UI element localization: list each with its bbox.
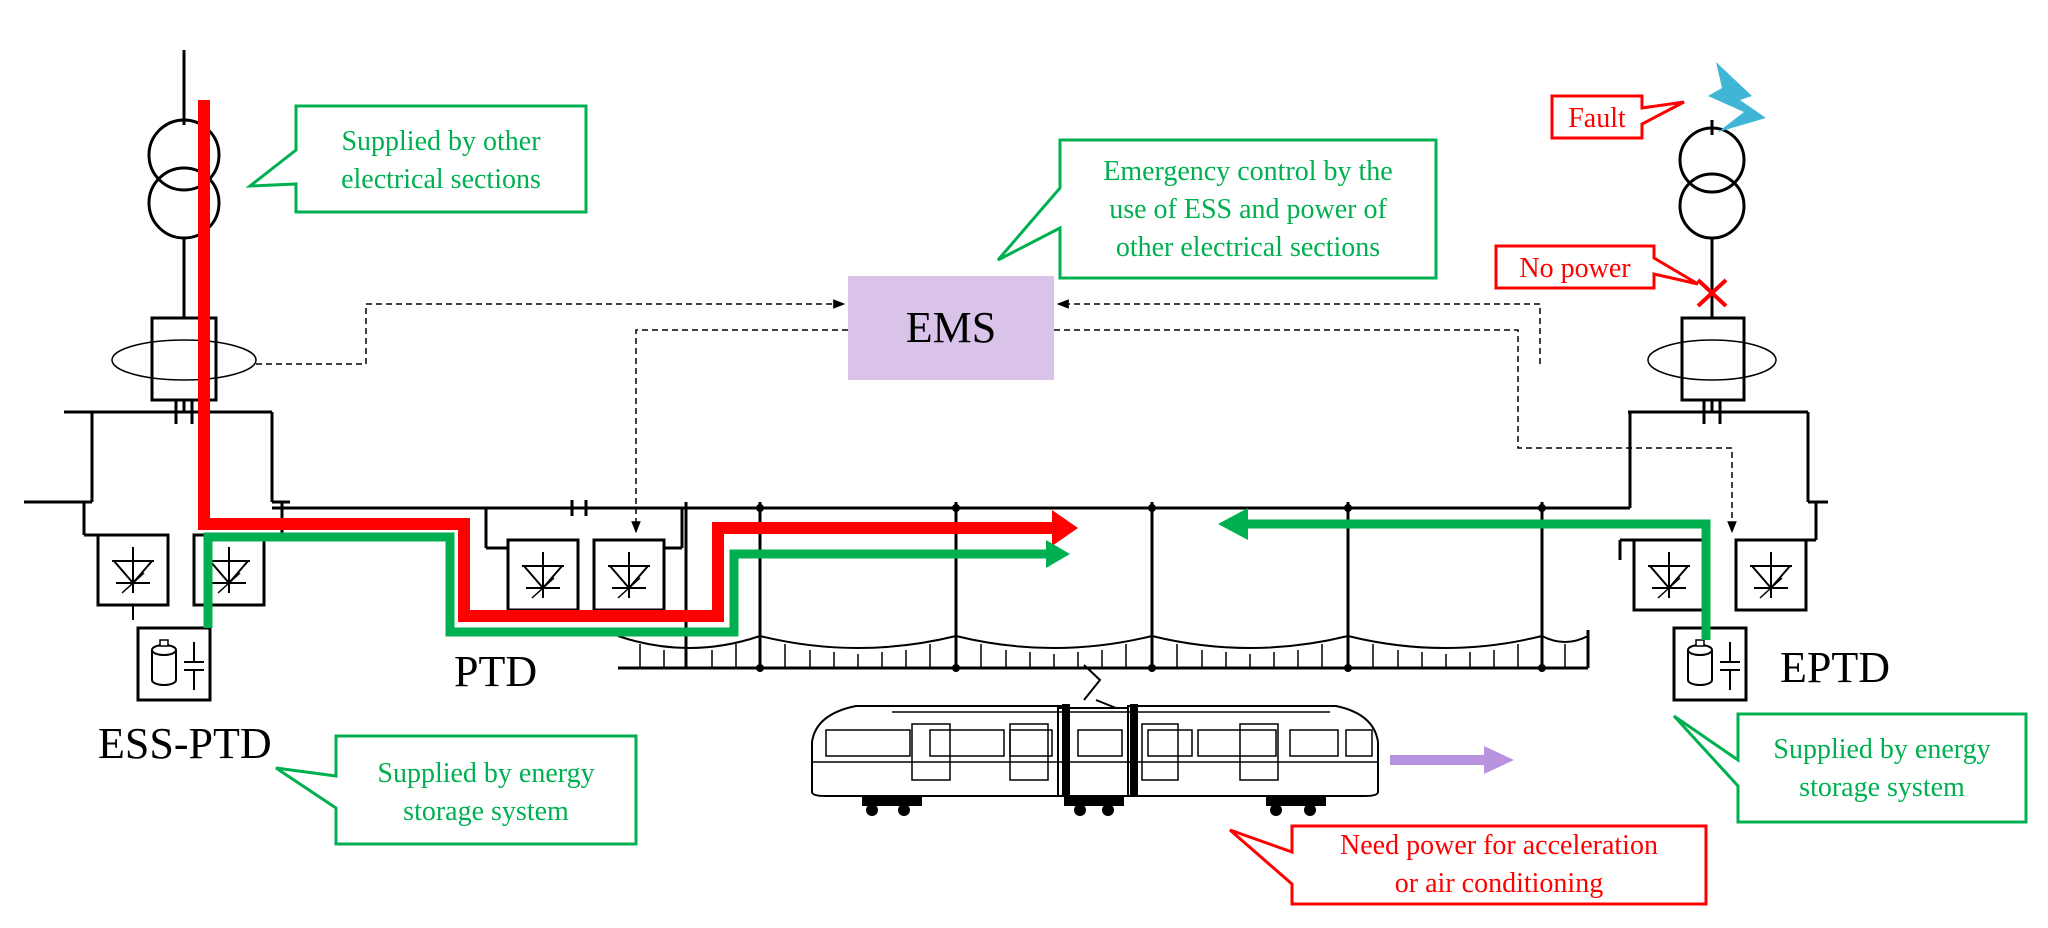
- ess-ptd-label: ESS-PTD: [98, 719, 272, 768]
- transformer-icon: [1678, 126, 1746, 240]
- callout-text: use of ESS and power of: [1109, 194, 1387, 225]
- callout-fault: Fault: [1550, 94, 1685, 140]
- callout-text: electrical sections: [341, 164, 541, 195]
- callout-text: Emergency control by the: [1103, 156, 1393, 187]
- ems-label: EMS: [906, 303, 996, 352]
- control-links: [256, 299, 1737, 534]
- fault-label: Fault: [1568, 103, 1626, 134]
- callout-text: Need power for acceleration: [1340, 830, 1658, 861]
- rectifier-icon: [96, 533, 170, 607]
- green-supply-path-right: [1218, 508, 1711, 640]
- callout-need-power: Need power for acceleration or air condi…: [1229, 824, 1708, 906]
- callout-text: Supplied by energy: [1773, 734, 1990, 765]
- direction-arrow-icon: [1390, 746, 1514, 774]
- red-supply-path: [198, 100, 1078, 622]
- ptd-label: PTD: [454, 647, 537, 696]
- right-substation: EPTD: [1618, 120, 1890, 702]
- train-icon: [811, 664, 1379, 816]
- callout-text: Supplied by energy: [377, 758, 594, 789]
- no-power-label: No power: [1519, 253, 1631, 284]
- callout-text: or air conditioning: [1395, 868, 1603, 899]
- callout-text: Supplied by other: [341, 126, 541, 157]
- callout-text: other electrical sections: [1116, 232, 1380, 263]
- ptd-station: PTD: [454, 508, 684, 696]
- fault-x-icon: [1696, 278, 1728, 308]
- callout-supplied-other: Supplied by other electrical sections: [245, 104, 588, 214]
- ems-box: EMS: [848, 276, 1054, 380]
- eptd-label: EPTD: [1780, 643, 1890, 692]
- green-supply-path-left: [203, 532, 1070, 637]
- rectifier-icon: [592, 538, 666, 612]
- callout-emergency: Emergency control by the use of ESS and …: [996, 138, 1438, 280]
- rectifier-icon: [1632, 538, 1706, 612]
- callout-text: storage system: [403, 796, 569, 827]
- lightning-bolt-icon: [1708, 62, 1766, 132]
- battery-capacitor-icon: [136, 626, 212, 702]
- left-substation: ESS-PTD: [24, 50, 290, 768]
- rectifier-icon: [506, 538, 580, 612]
- callout-no-power: No power: [1494, 244, 1699, 290]
- rectifier-icon: [1734, 538, 1808, 612]
- callout-supplied-ess-left: Supplied by energy storage system: [275, 734, 638, 846]
- callout-supplied-ess-right: Supplied by energy storage system: [1672, 712, 2028, 824]
- callout-text: storage system: [1799, 772, 1965, 803]
